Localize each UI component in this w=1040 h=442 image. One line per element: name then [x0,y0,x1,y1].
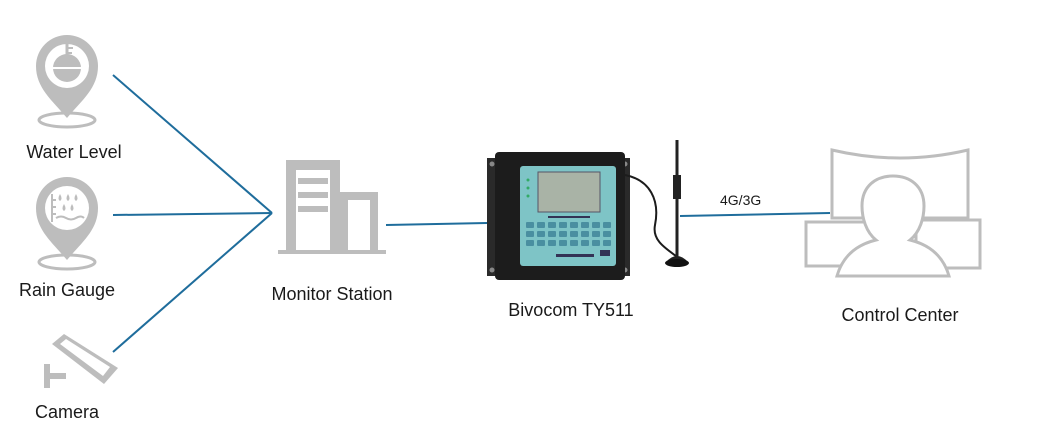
device-key [570,240,578,246]
device-key [559,240,567,246]
device-key [581,231,589,237]
link-device-to-control-center [679,212,831,217]
device-key [537,222,545,228]
device-key [537,240,545,246]
device-key [537,231,545,237]
link-station-to-device [385,222,488,226]
water-level-icon [36,35,98,129]
rain-gauge-label: Rain Gauge [18,280,116,300]
monitor-station-icon [278,160,386,254]
device-key [526,240,534,246]
device-key [548,222,556,228]
link-rain-gauge-to-station [112,212,273,216]
control-center-label: Control Center [841,305,959,325]
device-key [548,240,556,246]
device-key [559,231,567,237]
device-key [526,222,534,228]
device-key [581,240,589,246]
network-link-label: 4G/3G [720,192,762,208]
device-key [570,222,578,228]
link-water-level-to-station [112,74,273,214]
device-key [603,240,611,246]
device-key [603,231,611,237]
rain-gauge-icon [36,177,98,271]
device-key [526,231,534,237]
device-key [559,222,567,228]
device-key [548,231,556,237]
link-camera-to-station [112,212,273,353]
water-level-label: Water Level [26,142,122,162]
device-key [570,231,578,237]
connectors [112,74,831,353]
device-key [592,231,600,237]
camera-icon [44,334,118,388]
camera-label: Camera [34,402,100,422]
device-key [603,222,611,228]
device-key [592,222,600,228]
control-center-icon [804,148,982,278]
ty511-device-image [487,140,689,280]
device-label: Bivocom TY511 [508,300,634,320]
device-key [581,222,589,228]
monitor-station-label: Monitor Station [271,284,393,304]
device-key [592,240,600,246]
